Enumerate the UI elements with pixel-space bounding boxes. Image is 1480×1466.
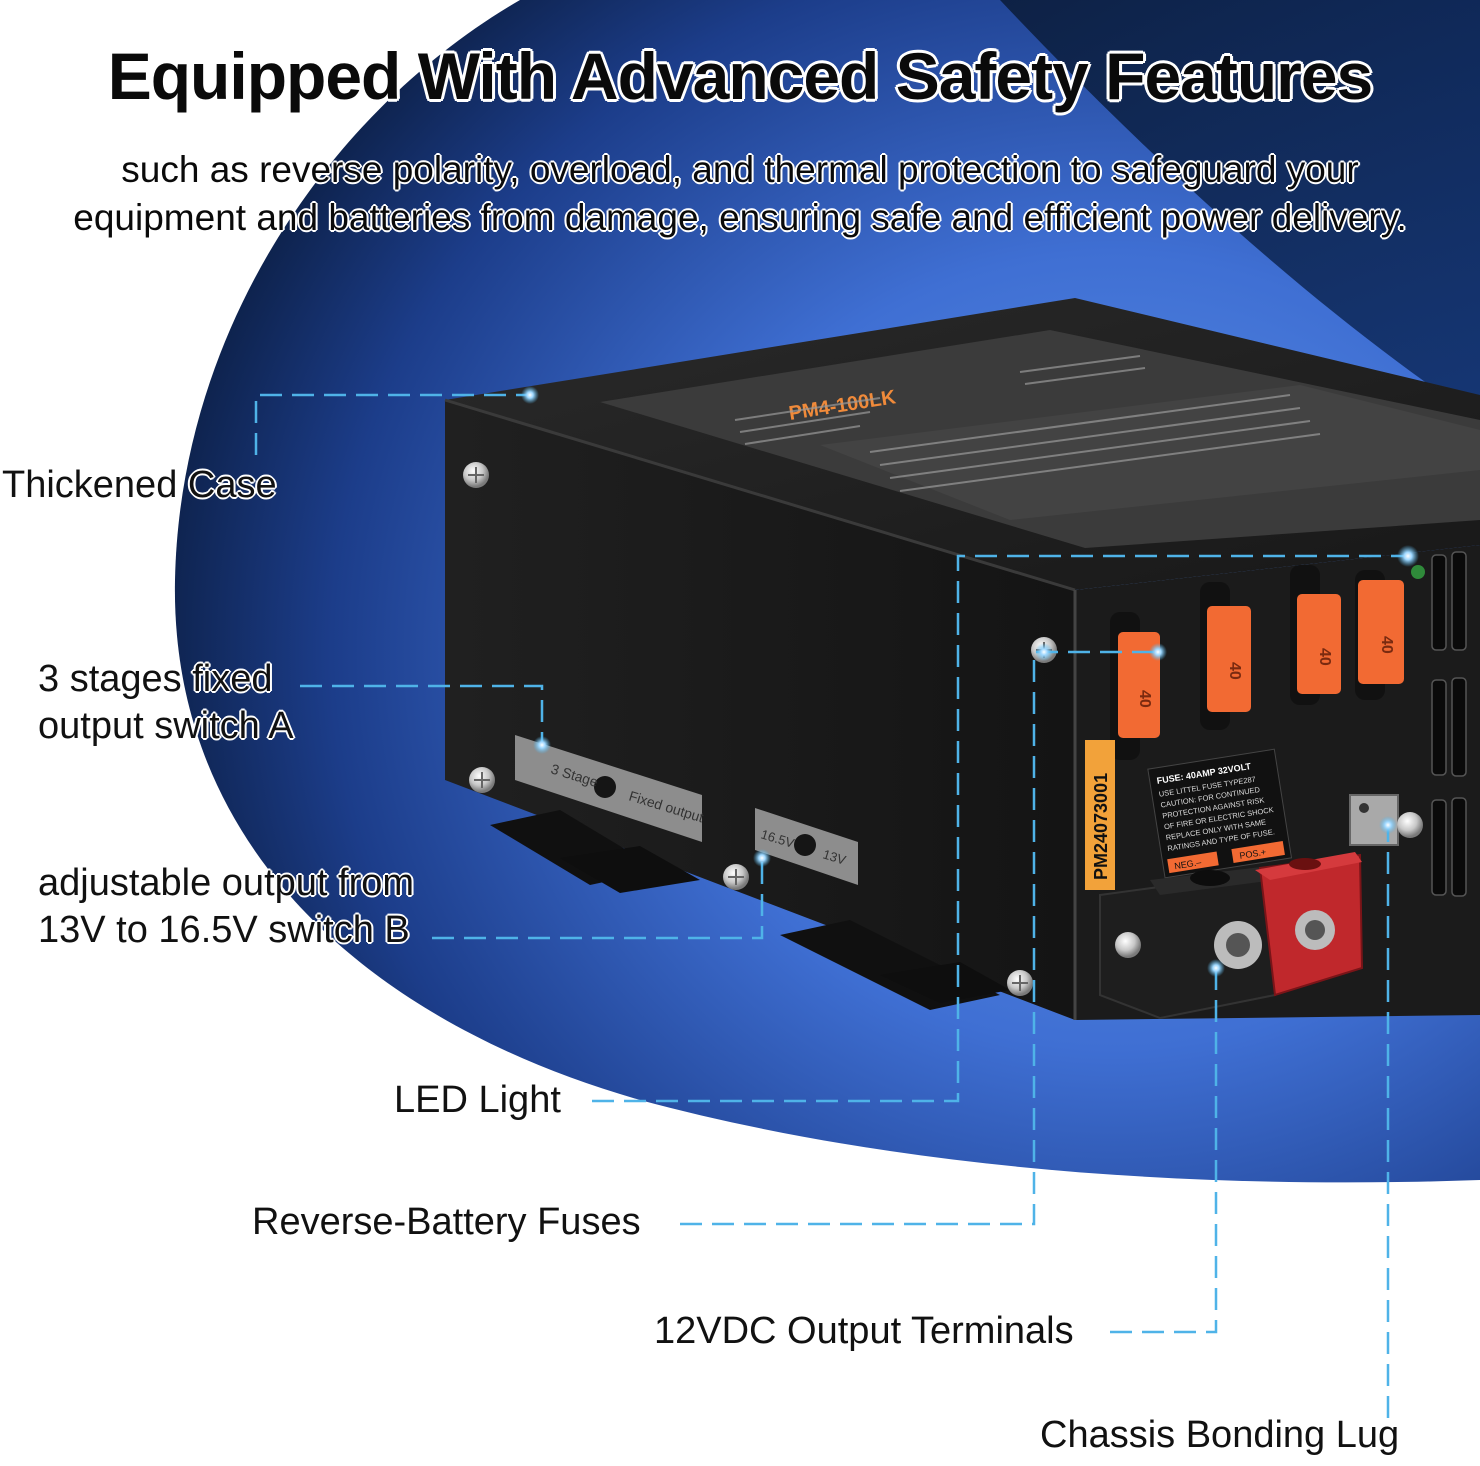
switch-b[interactable] — [794, 834, 816, 856]
leader-led-light — [592, 554, 1408, 1103]
callout-thickened-case: Thickened Case — [2, 464, 277, 506]
subtitle-line-1: such as reverse polarity, overload, and … — [121, 149, 1359, 190]
switch-a[interactable] — [594, 776, 616, 798]
leader-switch-a — [300, 684, 544, 745]
callout-switch-a-line1: 3 stages fixed — [38, 658, 273, 700]
switch-b-label-right: 13V — [821, 847, 848, 868]
svg-text:40: 40 — [1226, 662, 1243, 680]
fuse-block: 40 40 40 40 — [1110, 565, 1404, 760]
screw-icon — [469, 767, 495, 793]
converter-case: PM4-100LK 3 Stage Fixed output 16.5V — [444, 298, 1480, 1020]
leader-thickened-case — [254, 393, 530, 455]
callout-bonding-lug: Chassis Bonding Lug — [1040, 1414, 1400, 1456]
svg-text:NEG.–: NEG.– — [1174, 857, 1202, 871]
led-indicator — [1411, 565, 1425, 579]
callout-switch-b: adjustable output from 13V to 16.5V swit… — [38, 860, 414, 954]
svg-text:40: 40 — [1136, 690, 1153, 708]
svg-text:40: 40 — [1378, 636, 1395, 654]
svg-text:POS.+: POS.+ — [1239, 847, 1267, 861]
fuse-icon[interactable]: 40 — [1110, 612, 1160, 760]
callout-switch-a-line2: output switch A — [38, 705, 294, 747]
leader-fuses — [680, 650, 1158, 1226]
page-title: Equipped With Advanced Safety Features — [107, 39, 1374, 113]
fuse-icon[interactable]: 40 — [1200, 582, 1251, 730]
chassis-bonding-lug[interactable] — [1349, 794, 1423, 846]
page-subtitle: such as reverse polarity, overload, and … — [10, 146, 1470, 242]
leader-switch-b — [432, 858, 764, 940]
callout-switch-a: 3 stages fixed output switch A — [38, 656, 294, 750]
vent-slots — [1431, 551, 1467, 897]
serial-number: PM24073001 — [1091, 773, 1111, 880]
subtitle-line-2: equipment and batteries from damage, ens… — [73, 197, 1407, 238]
callout-lines — [254, 393, 1408, 1418]
callout-switch-b-line1: adjustable output from — [38, 862, 415, 904]
callout-dots — [521, 386, 1419, 977]
fuse-warning-label: FUSE: 40AMP 32VOLT USE LITTEL FUSE TYPE2… — [1147, 748, 1293, 879]
callout-fuses: Reverse-Battery Fuses — [252, 1201, 641, 1243]
positive-terminal[interactable] — [1255, 852, 1364, 997]
serial-sticker — [1085, 740, 1115, 890]
screw-icon — [463, 462, 489, 488]
leader-terminals — [1110, 968, 1218, 1334]
fuse-icon[interactable]: 40 — [1355, 570, 1404, 700]
negative-terminal[interactable] — [1099, 866, 1277, 1020]
screw-icon — [723, 864, 749, 890]
callout-switch-b-line2: 13V to 16.5V switch B — [38, 909, 410, 951]
svg-text:40: 40 — [1316, 648, 1333, 666]
fuse-icon[interactable]: 40 — [1290, 565, 1341, 705]
screw-icon — [1007, 970, 1033, 996]
callout-led-light: LED Light — [394, 1079, 561, 1121]
callout-terminals: 12VDC Output Terminals — [654, 1310, 1074, 1352]
